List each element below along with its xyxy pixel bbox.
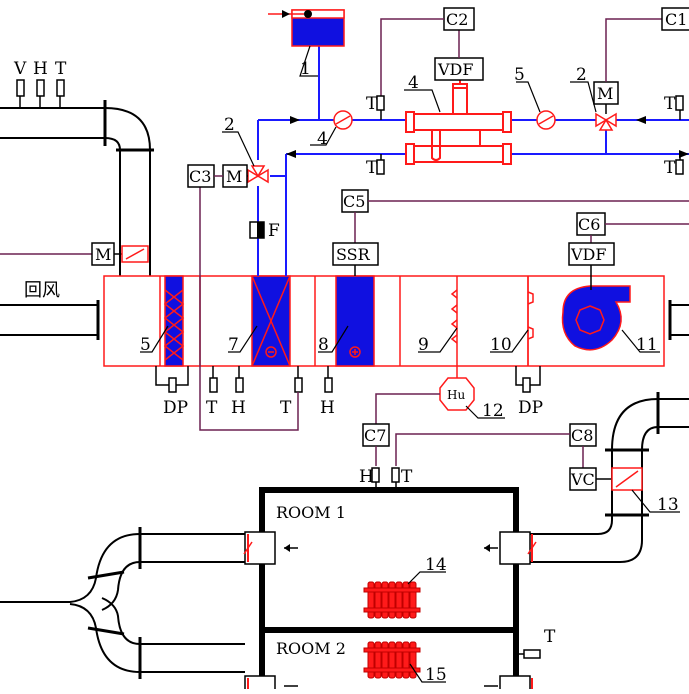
label-4: 4 <box>408 73 419 93</box>
return-duct-elbow <box>0 100 154 278</box>
flow-label: F <box>268 221 280 241</box>
valve-2-left-motor: M <box>226 167 242 186</box>
label-9: 8 <box>318 335 329 355</box>
label-15a: 14 <box>425 555 447 575</box>
supply-duct-right <box>530 392 689 563</box>
supply-outlet <box>668 300 689 340</box>
leader-15b <box>409 663 446 683</box>
label-12: 11 <box>636 335 658 355</box>
label-1: 1 <box>300 59 311 79</box>
label-8: 7 <box>228 335 239 355</box>
c3-label: C3 <box>189 167 211 186</box>
c7-signal-line <box>375 393 440 424</box>
vdf-pump: VDF C2 <box>380 7 484 96</box>
sensor-label-v: V <box>13 59 27 79</box>
c6-label: C6 <box>578 215 600 234</box>
t-label-2: T <box>280 398 292 418</box>
pipe-arrows <box>286 116 689 158</box>
sensor-label-h: H <box>33 59 48 79</box>
room-t-label: T <box>401 467 413 487</box>
t-label-1: T <box>206 398 218 418</box>
return-duct-left <box>0 527 245 679</box>
return-air-inlet <box>0 300 100 340</box>
water-piping <box>257 45 689 276</box>
label-10: 9 <box>418 335 429 355</box>
vc-label: VC <box>570 470 595 489</box>
vdf-fan-control: C6 VDF <box>568 212 689 290</box>
label-15b: 15 <box>425 665 447 685</box>
label-2-left: 2 <box>224 115 235 135</box>
vdf-fan-label: VDF <box>570 245 606 264</box>
c3-signal-line <box>199 186 299 431</box>
room1-return-grille <box>243 531 298 565</box>
room2-supply-diffuser <box>484 675 533 694</box>
valve-2-left: M C3 2 <box>187 115 269 188</box>
ssr-control: C5 SSR <box>332 189 689 276</box>
label-13: 12 <box>482 401 504 421</box>
radiator-15-room2 <box>363 641 421 679</box>
electric-heater-9 <box>335 275 375 367</box>
room1-label: ROOM 1 <box>276 503 346 522</box>
pipe-t-label-1: T <box>366 94 378 114</box>
room-h-label: H <box>359 467 374 487</box>
filter-7 <box>163 275 185 367</box>
radiator-15-room1 <box>363 581 421 619</box>
label-7: 5 <box>140 335 151 355</box>
c7-label: C7 <box>364 426 386 445</box>
label-5: 5 <box>514 65 525 85</box>
ahu-sensors-below <box>155 366 541 393</box>
eliminator-11 <box>527 276 534 366</box>
hu-label: Hu <box>447 388 465 402</box>
heat-exchanger-4 <box>404 80 512 165</box>
c8-signal-line <box>395 433 570 466</box>
room2-t-label: T <box>544 627 556 647</box>
room2-return-grille <box>244 675 298 694</box>
pipe-t-label-4: T <box>664 158 676 178</box>
room-walls <box>259 487 519 694</box>
sensors-vht: V H T <box>13 59 67 108</box>
dp-label-right: DP <box>518 398 543 418</box>
cooling-coil-8 <box>251 275 291 367</box>
flow-meter: F <box>249 221 280 241</box>
h-label-2: H <box>320 398 335 418</box>
return-damper: M <box>0 242 149 266</box>
pipe-temp-sensors <box>376 95 684 175</box>
sensor-label-t: T <box>55 59 67 79</box>
c1-label: C1 <box>665 10 687 29</box>
label-11: 10 <box>490 335 512 355</box>
valve-2-right-motor: M <box>597 84 613 103</box>
room2-label: ROOM 2 <box>276 639 346 658</box>
room1-supply-diffuser <box>484 531 537 565</box>
c8-label: C8 <box>571 426 593 445</box>
number-leaders <box>140 325 660 353</box>
pipe-t-label-3: T <box>664 94 676 114</box>
c5-label: C5 <box>343 192 365 211</box>
supply-fan-12 <box>561 285 631 351</box>
pump-5: 5 <box>514 65 556 130</box>
pipe-t-label-2: T <box>366 158 378 178</box>
label-14: 13 <box>657 495 679 515</box>
label-2-right: 2 <box>576 65 587 85</box>
leader-15a <box>407 571 446 585</box>
dp-label-left: DP <box>163 398 188 418</box>
room-sensors-ht <box>371 446 400 490</box>
return-air-label: 回风 <box>24 280 60 301</box>
vdf-pump-label: VDF <box>437 60 473 79</box>
ssr-label: SSR <box>336 245 371 264</box>
c2-label: C2 <box>446 10 468 29</box>
damper-14: 13 <box>611 467 680 515</box>
humidifier-10 <box>450 276 458 366</box>
label-3: 4 <box>317 129 328 149</box>
room2-temp-sensor <box>516 649 541 659</box>
h-label-1: H <box>231 398 246 418</box>
damper-motor-label: M <box>95 245 111 264</box>
valve-2-right: M C1 2 <box>570 7 689 131</box>
pump-3: 4 <box>310 110 353 149</box>
expansion-tank-1: 1 <box>268 9 345 79</box>
humidistat-13: Hu 12 <box>439 366 505 421</box>
